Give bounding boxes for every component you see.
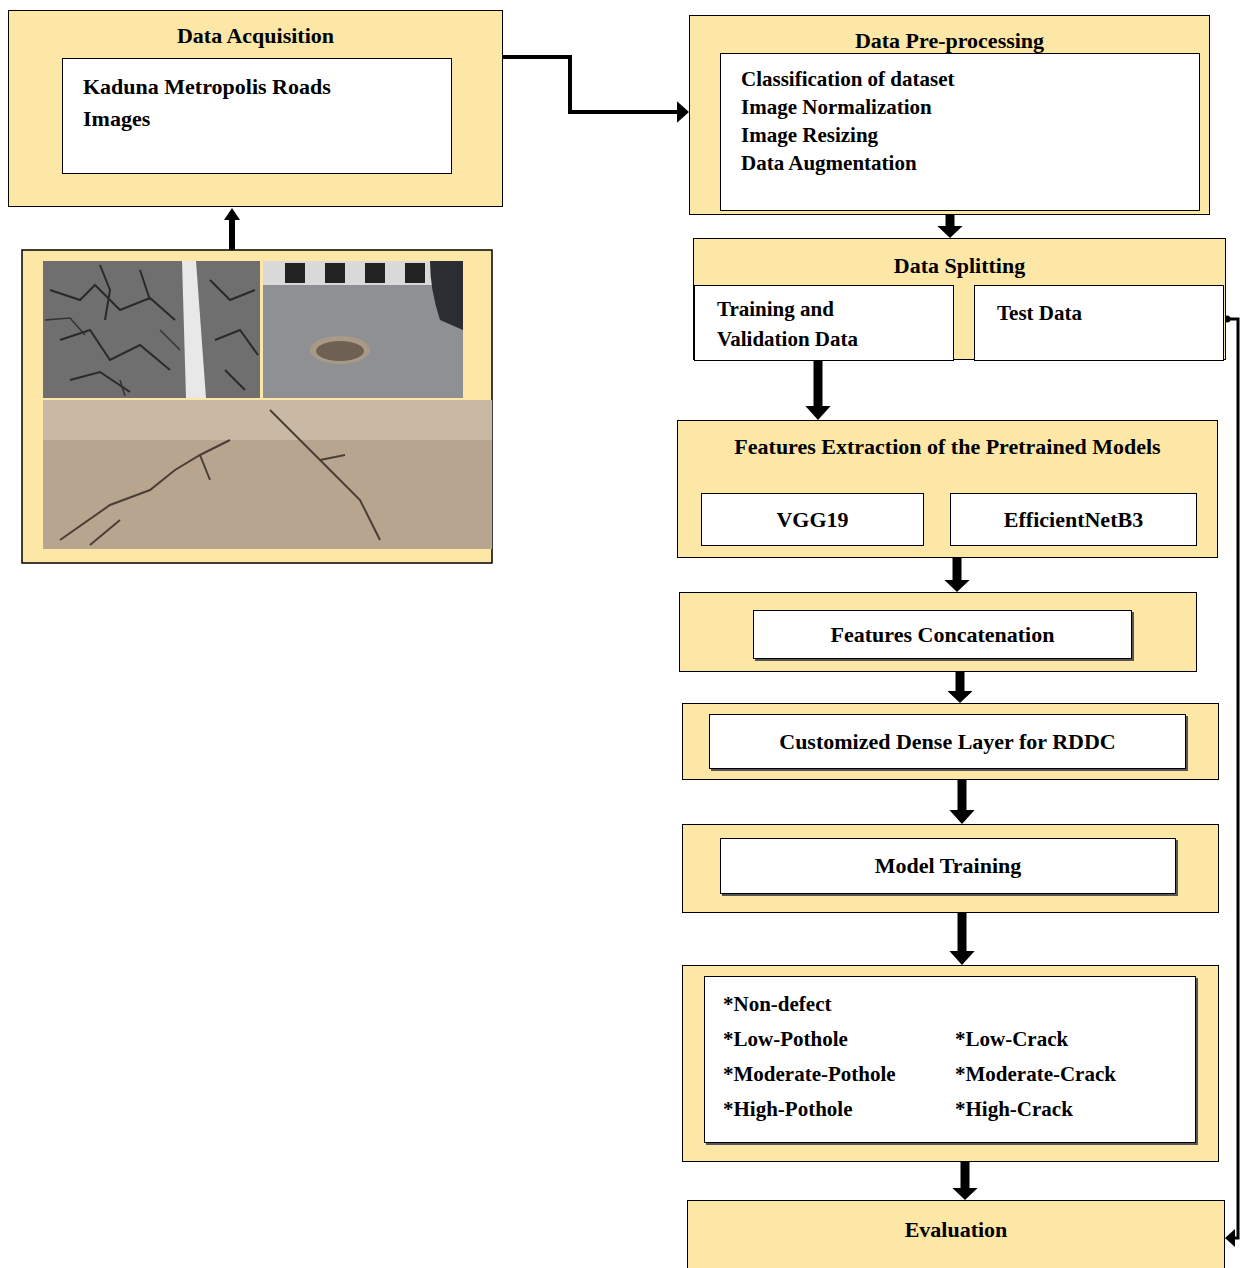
- flow-arrow: [503, 57, 689, 123]
- arrow-head: [944, 580, 969, 592]
- box-title: Data Acquisition: [177, 21, 334, 51]
- collage-frame: [22, 250, 492, 563]
- stage-box: Data SplittingTraining and Validation Da…: [693, 238, 1226, 360]
- box-text: Kaduna Metropolis Roads Images: [83, 71, 393, 135]
- arrow-shaft: [953, 558, 962, 580]
- arrow-head: [677, 101, 689, 123]
- box-title: Evaluation: [905, 1215, 1008, 1245]
- flow-arrow: [944, 558, 969, 592]
- flow-arrow: [952, 1162, 977, 1200]
- stage-box: Data AcquisitionKaduna Metropolis Roads …: [8, 10, 503, 207]
- stage-box: Evaluation: [687, 1200, 1225, 1268]
- class-label: *Low-Pothole: [723, 1024, 848, 1054]
- class-label: *Non-defect: [723, 989, 831, 1019]
- arrow-shaft: [503, 57, 677, 112]
- process-band: Features Concatenation: [679, 592, 1197, 672]
- box-text: Features Concatenation: [831, 620, 1055, 650]
- box-text: Model Training: [875, 851, 1021, 881]
- flow-arrow: [937, 215, 962, 238]
- inner-frame: Model Training: [720, 838, 1176, 894]
- arrow-head: [947, 691, 972, 703]
- arrow-shaft: [946, 215, 955, 226]
- label-slot: *Low-Pothole: [723, 1024, 848, 1054]
- box-text: VGG19: [776, 505, 848, 535]
- model-box: VGG19: [701, 493, 924, 546]
- model-box: EfficientNetB3: [950, 493, 1197, 546]
- stage-box: Data Pre-processingClassification of dat…: [689, 15, 1210, 215]
- arrow-head: [949, 951, 974, 965]
- content-box: Training and Validation Data: [694, 285, 954, 361]
- arrow-head: [952, 1188, 977, 1200]
- inner-frame: Features Concatenation: [753, 610, 1132, 659]
- arrow-head: [937, 226, 962, 238]
- arrow-shaft: [814, 361, 823, 406]
- list-item: Classification of dataset: [741, 65, 955, 93]
- box-title: Features Extraction of the Pretrained Mo…: [734, 431, 1160, 462]
- box-text: EfficientNetB3: [1004, 505, 1143, 535]
- label-slot: *Moderate-Pothole: [723, 1059, 896, 1089]
- content-box: Test Data: [974, 285, 1224, 361]
- arrow-shaft: [956, 672, 965, 691]
- flow-arrow: [805, 361, 830, 420]
- flow-arrow: [1224, 316, 1239, 1248]
- arrow-shaft: [958, 780, 967, 810]
- step-list-box: Classification of datasetImage Normaliza…: [720, 53, 1200, 211]
- arrow-shaft: [961, 1162, 970, 1188]
- box-text: Customized Dense Layer for RDDC: [779, 727, 1115, 757]
- crack-photo: [43, 261, 260, 398]
- class-band: *Non-defect *Low-Pothole *Low-Crack *Modera…: [682, 965, 1219, 1162]
- arrow-head: [805, 406, 830, 420]
- label-slot: *Moderate-Crack: [955, 1059, 1116, 1089]
- label-slot: *High-Pothole: [723, 1094, 853, 1124]
- box-text: Training and Validation Data: [717, 294, 897, 354]
- arrow-shaft: [1224, 319, 1238, 1238]
- process-band: Customized Dense Layer for RDDC: [682, 703, 1219, 780]
- up-arrow: [224, 208, 240, 250]
- label-slot: *High-Crack: [955, 1094, 1073, 1124]
- process-band: Model Training: [682, 824, 1219, 913]
- inner-frame: *Non-defect *Low-Pothole *Low-Crack *Modera…: [704, 976, 1196, 1143]
- list-item: Data Augmentation: [741, 149, 917, 177]
- flow-arrow: [947, 672, 972, 703]
- stage-box: Features Extraction of the Pretrained Mo…: [677, 420, 1218, 558]
- class-label: *Low-Crack: [955, 1024, 1068, 1054]
- pothole-photo: [263, 261, 463, 398]
- box-title: Data Splitting: [894, 251, 1025, 281]
- box-title: Data Pre-processing: [855, 26, 1044, 56]
- label-slot: *Low-Crack: [955, 1024, 1068, 1054]
- flow-arrow: [949, 780, 974, 824]
- inner-frame: Customized Dense Layer for RDDC: [709, 714, 1186, 769]
- arrow-head: [1225, 1229, 1235, 1247]
- class-label: *High-Pothole: [723, 1094, 853, 1124]
- class-label: *Moderate-Pothole: [723, 1059, 896, 1089]
- cracked-road-photo: [43, 400, 492, 549]
- list-item: Image Resizing: [741, 121, 878, 149]
- flow-arrow: [949, 913, 974, 965]
- arrow-shaft: [958, 913, 967, 951]
- label-slot: *Non-defect: [723, 989, 831, 1019]
- class-label: *Moderate-Crack: [955, 1059, 1116, 1089]
- content-box: Kaduna Metropolis Roads Images: [62, 58, 452, 174]
- arrow-head: [949, 810, 974, 824]
- list-item: Image Normalization: [741, 93, 932, 121]
- box-text: Test Data: [997, 298, 1082, 328]
- class-label: *High-Crack: [955, 1094, 1073, 1124]
